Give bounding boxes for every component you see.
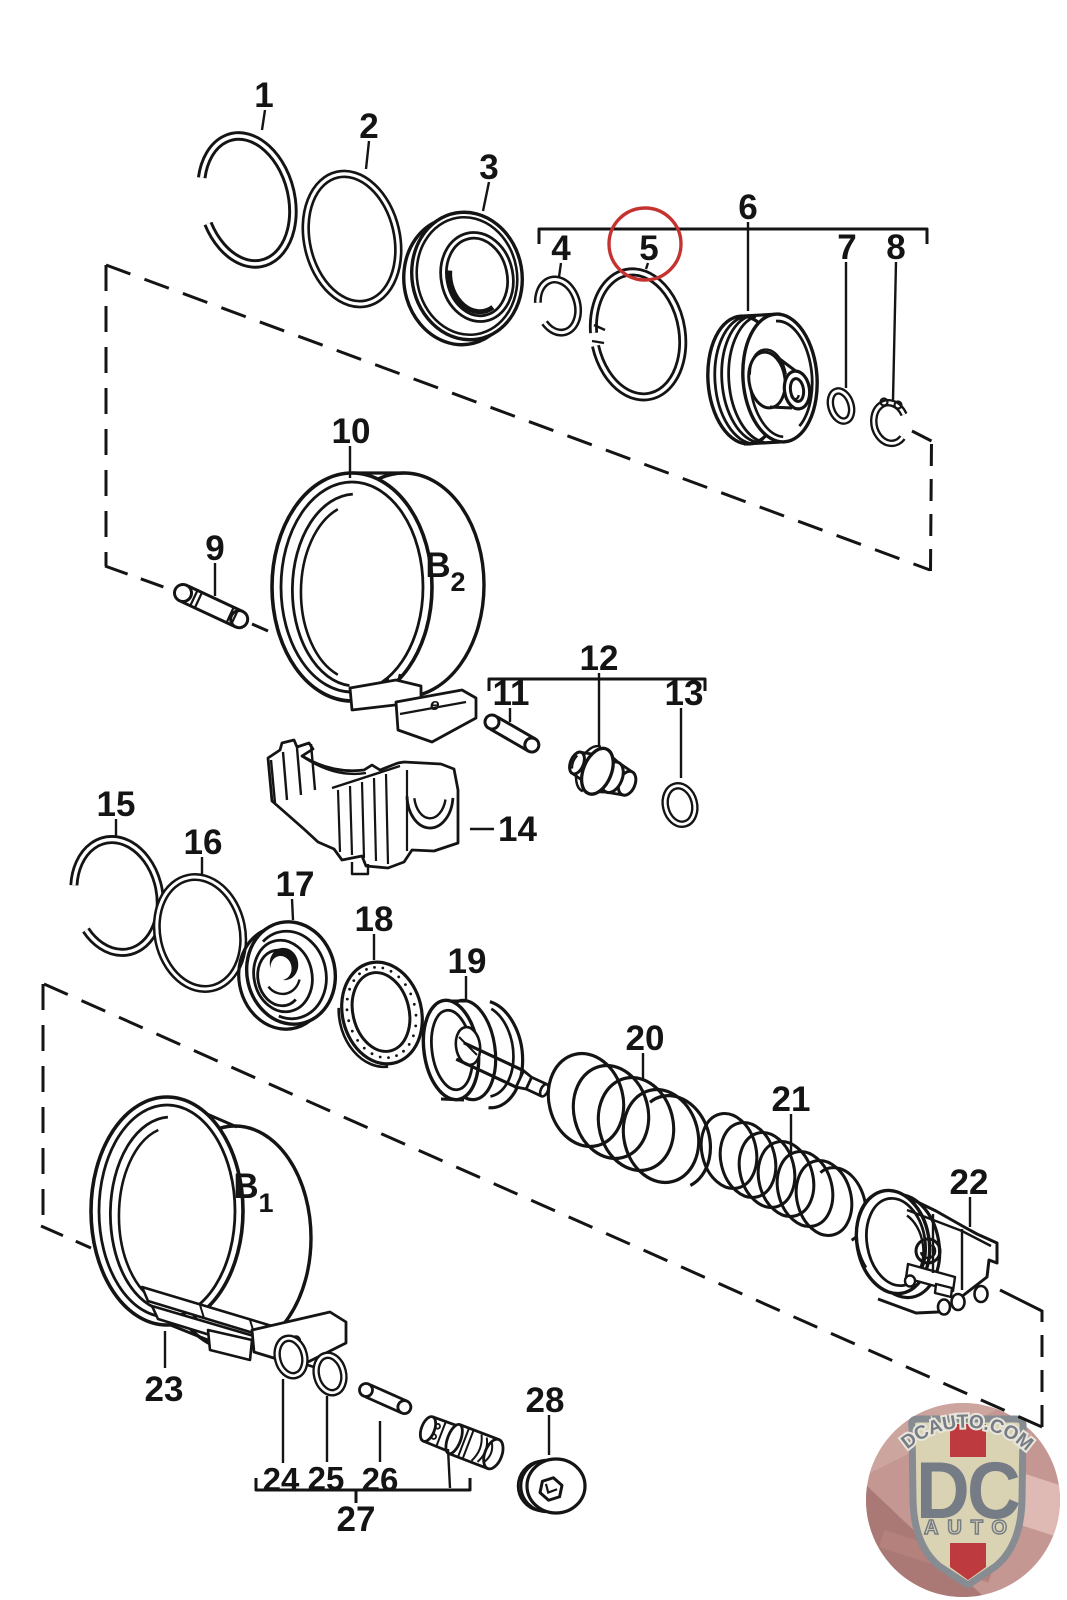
- svg-text:17: 17: [276, 865, 315, 904]
- svg-text:B: B: [233, 1167, 258, 1206]
- svg-text:DC: DC: [916, 1446, 1019, 1536]
- svg-text:16: 16: [184, 823, 223, 862]
- svg-text:e: e: [430, 695, 439, 714]
- svg-text:24: 24: [263, 1461, 300, 1498]
- svg-text:12: 12: [580, 639, 619, 678]
- svg-text:15: 15: [97, 785, 136, 824]
- svg-text:4: 4: [551, 229, 571, 268]
- svg-text:2: 2: [359, 107, 378, 146]
- svg-text:1: 1: [258, 1188, 273, 1218]
- svg-text:13: 13: [665, 674, 704, 713]
- svg-text:7: 7: [837, 228, 856, 267]
- svg-text:6: 6: [738, 188, 757, 227]
- svg-text:1: 1: [254, 76, 273, 115]
- svg-text:25: 25: [308, 1460, 345, 1497]
- svg-text:22: 22: [950, 1163, 989, 1202]
- svg-text:5: 5: [639, 229, 658, 268]
- svg-text:14: 14: [498, 810, 537, 849]
- svg-text:21: 21: [772, 1080, 811, 1119]
- svg-text:2: 2: [450, 567, 465, 597]
- svg-text:19: 19: [448, 942, 487, 981]
- svg-text:9: 9: [205, 529, 224, 568]
- svg-text:18: 18: [355, 900, 394, 939]
- svg-text:27: 27: [337, 1500, 376, 1539]
- svg-text:10: 10: [332, 412, 371, 451]
- svg-text:11: 11: [493, 674, 530, 713]
- svg-text:8: 8: [886, 228, 905, 267]
- svg-text:B: B: [425, 546, 450, 585]
- svg-text:3: 3: [479, 148, 498, 187]
- svg-text:23: 23: [145, 1370, 184, 1409]
- svg-text:26: 26: [362, 1461, 399, 1498]
- svg-text:28: 28: [526, 1381, 565, 1420]
- svg-text:20: 20: [626, 1019, 665, 1058]
